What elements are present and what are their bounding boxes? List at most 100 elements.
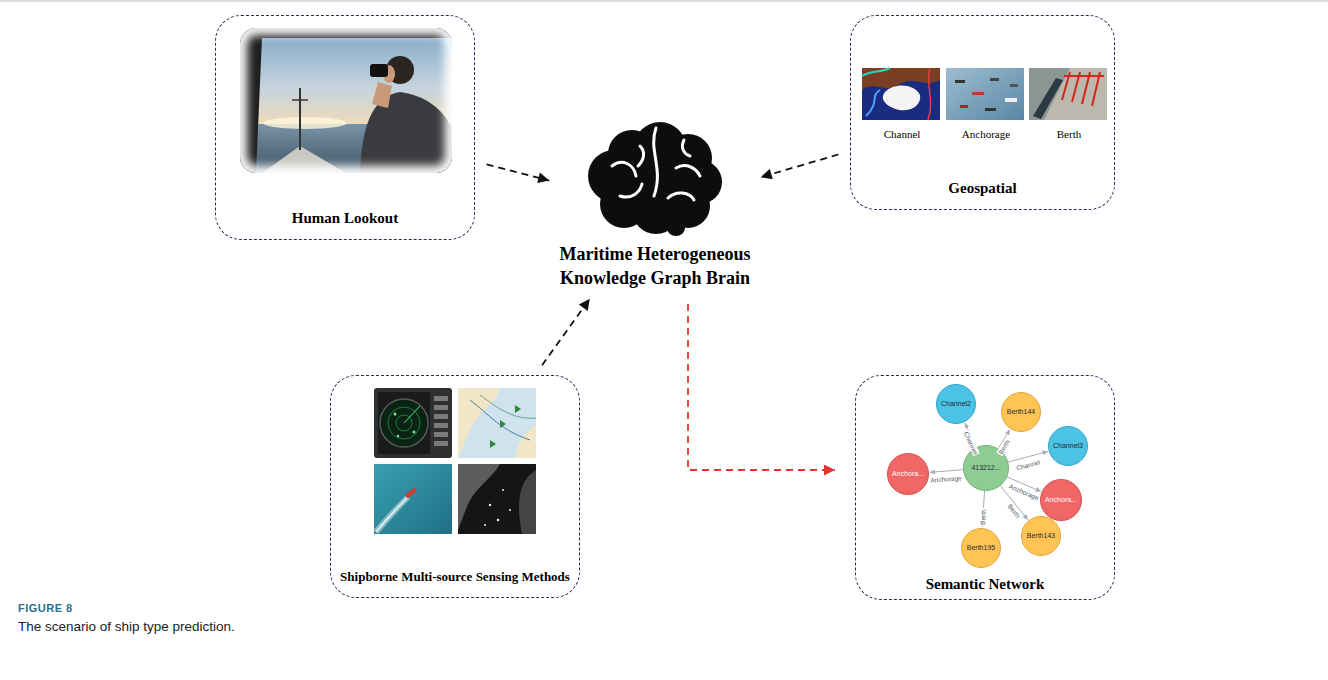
channel-map (866, 90, 880, 116)
chart-photo (458, 388, 500, 458)
anchorage-photo (985, 108, 996, 111)
node-caption: Anchora... (892, 470, 924, 478)
lookout-photo (292, 99, 308, 101)
image-tile: Berth (1029, 67, 1109, 143)
satellite-photo (376, 497, 408, 532)
box-heading: Geospatial (948, 179, 1016, 197)
channel-map (862, 68, 940, 120)
berth-photo (1033, 78, 1063, 119)
node-caption: Anchora... (1045, 496, 1077, 504)
berth-photo (1064, 75, 1104, 77)
lookout-photo (372, 82, 392, 108)
channel-map (928, 68, 931, 120)
sar-photo (484, 524, 486, 526)
brain-icon (667, 220, 685, 236)
image-label: Berth (1057, 128, 1081, 141)
box-heading: Semantic Network (926, 575, 1045, 593)
relation-label: Berth (979, 508, 987, 526)
node-caption: Berth144 (1007, 408, 1035, 416)
brain-node: Maritime Heterogeneous Knowledge Graph B… (555, 122, 755, 294)
graph-node: Anchora... (1040, 479, 1082, 521)
chart-photo (515, 425, 536, 458)
sar-photo (458, 464, 536, 534)
chart-photo (490, 440, 496, 448)
sar-photo (458, 464, 536, 534)
chart-photo (470, 400, 530, 440)
channel-map (862, 68, 890, 76)
node-caption: Berth143 (1027, 532, 1055, 540)
chart-photo (500, 420, 506, 428)
relation-label: Anchorage (1007, 482, 1041, 502)
satellite-photo (405, 488, 417, 499)
node-caption: 413212... (971, 464, 1000, 472)
sar-photo (489, 504, 491, 506)
brain-title: Maritime Heterogeneous Knowledge Graph B… (559, 243, 751, 290)
anchorage-photo (946, 68, 1024, 120)
sar-photo (519, 470, 536, 534)
radar-photo (397, 435, 399, 437)
berth-photo (1029, 68, 1107, 120)
radar-photo (434, 396, 448, 401)
image-label: Channel (884, 128, 921, 141)
berth-photo (1092, 72, 1100, 106)
sar-photo (509, 509, 511, 511)
brain-icon (588, 122, 722, 236)
brain-icon (654, 128, 658, 196)
lookout-photo (263, 117, 347, 129)
anchorage-photo (955, 80, 965, 83)
relation-label: Channel (962, 430, 980, 457)
lookout-photo (240, 28, 452, 173)
brain-icon (638, 146, 644, 166)
lookout-photo (370, 64, 388, 77)
image-label: Anchorage (962, 128, 1010, 141)
radar-photo (378, 392, 430, 454)
satellite-photo (374, 464, 452, 534)
caption-area: FIGURE 8The scenario of ship type predic… (18, 602, 235, 634)
output-arrow (688, 304, 835, 470)
radar-photo (374, 388, 452, 458)
brain-icon (620, 184, 642, 197)
radar-photo (434, 441, 448, 446)
anchorage-photo (946, 68, 1024, 120)
image-tile: Anchorage (946, 67, 1026, 143)
sar-photo (458, 464, 500, 530)
radar-photo (388, 407, 420, 439)
lookout-photo (240, 28, 452, 173)
radar-photo (434, 396, 448, 446)
sar-photo (497, 519, 500, 522)
radar-photo (374, 388, 452, 458)
brain-icon (668, 193, 694, 200)
chart-photo (458, 388, 536, 458)
box-heading: Human Lookout (292, 209, 398, 227)
relation-label: Channel (1014, 458, 1041, 472)
relation-label: Anchorage (930, 474, 964, 484)
radar-photo (394, 413, 397, 416)
lookout-photo (299, 88, 301, 150)
graph-node: Berth143 (1021, 516, 1061, 556)
box-heading: Shipborne Multi-source Sensing Methods (340, 569, 570, 585)
input-arrow (487, 164, 550, 180)
anchorage-photo (972, 92, 984, 95)
source-box: Geospatial Channel Anchorage Berth (850, 15, 1115, 210)
chart-photo (458, 388, 536, 458)
anchorage-photo (990, 78, 999, 81)
channel-map (883, 86, 920, 111)
graph-node: Berth144 (1001, 392, 1041, 432)
berth-photo (1062, 72, 1104, 106)
chart-photo (480, 395, 536, 418)
radar-photo (413, 431, 416, 434)
relation-label: Berth (996, 438, 1011, 457)
sar-photo (484, 489, 511, 526)
sar-photo (502, 489, 504, 491)
output-box: Semantic NetworkChannel2Berth144Channel3… (855, 375, 1115, 600)
anchorage-photo (1010, 84, 1018, 87)
figure-number: FIGURE 8 (18, 602, 73, 614)
lookout-photo (240, 28, 452, 173)
radar-photo (434, 432, 448, 437)
relation-label: Berth (1006, 502, 1023, 520)
anchorage-photo (960, 105, 968, 108)
source-box: Human Lookout (215, 15, 475, 240)
radar-photo (404, 406, 420, 423)
